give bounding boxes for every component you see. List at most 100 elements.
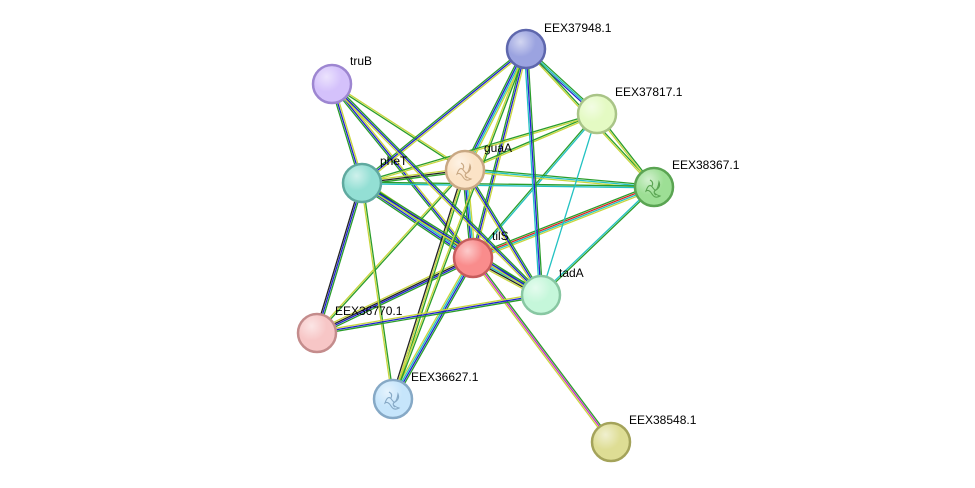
node-highlight [314,66,350,102]
edge-guaA-tadA[interactable] [463,168,543,297]
edge-evidence-line [360,47,526,183]
edge-evidence-line [391,257,473,399]
edge-evidence-line [362,181,543,295]
edge-tadA-EEX36770.1[interactable] [316,292,542,336]
node-label: tadA [559,266,584,280]
node-label: EEX38548.1 [629,413,697,427]
node-EEX36627.1[interactable]: EEX36627.1 [372,370,479,420]
edge-evidence-line [332,82,466,170]
edge-evidence-line [394,258,476,401]
edge-tilS-EEX36770.1[interactable] [315,255,475,336]
edge-evidence-line [470,48,526,258]
node-highlight [447,152,483,188]
edge-evidence-line [526,48,544,295]
edge-evidence-line [523,49,541,296]
edge-pheT-EEX36627.1[interactable] [360,182,395,400]
edge-EEX37948.1-tadA[interactable] [523,48,544,296]
edge-evidence-line [393,258,475,400]
edge-evidence-line [539,185,654,295]
edge-EEX37948.1-EEX36627.1[interactable] [391,48,528,400]
edge-evidence-line [361,183,654,189]
edge-evidence-line [525,48,542,296]
edge-evidence-line [465,167,655,187]
edge-evidence-line [360,183,393,400]
edge-evidence-line [472,257,612,443]
node-label: guaA [484,141,512,155]
edge-evidence-line [361,182,542,296]
edge-evidence-line [464,169,655,188]
edge-evidence-line [471,184,654,257]
edge-evidence-line [465,168,543,295]
node-truB[interactable]: truB [311,54,372,105]
node-pheT[interactable]: pheT [341,154,408,204]
edge-EEX37817.1-tadA[interactable] [540,113,598,296]
node-highlight [299,315,335,351]
edge-evidence-line [362,181,655,187]
node-EEX37817.1[interactable]: EEX37817.1 [576,85,683,135]
edge-evidence-line [541,187,656,297]
edge-evidence-line [317,170,467,334]
protein-structure-icon [383,391,401,410]
node-tadA[interactable]: tadA [520,266,584,316]
edge-evidence-line [317,295,542,336]
node-EEX36770.1[interactable]: EEX36770.1 [296,304,403,354]
node-highlight [636,169,672,205]
node-highlight [344,165,380,201]
edge-evidence-line [331,84,465,172]
edge-EEX38367.1-tadA[interactable] [539,185,656,297]
protein-structure-icon [455,162,473,181]
edge-tilS-EEX38548.1[interactable] [471,256,613,444]
node-label: EEX38367.1 [672,158,740,172]
node-EEX37948.1[interactable]: EEX37948.1 [505,21,612,70]
edge-evidence-line [331,83,474,259]
edge-evidence-line [317,183,365,334]
protein-structure-icon [644,179,662,198]
edge-evidence-line [464,169,542,296]
edge-pheT-EEX36770.1[interactable] [314,182,365,334]
edge-guaA-truB[interactable] [331,82,466,172]
edge-evidence-line [362,182,395,399]
node-guaA[interactable]: guaA [444,141,512,191]
edge-evidence-line [473,256,613,442]
node-label: EEX37948.1 [544,21,612,35]
node-highlight [579,96,615,132]
edge-evidence-line [363,179,476,256]
edge-evidence-line [316,256,473,333]
edge-evidence-line [473,188,656,261]
node-label: truB [350,54,372,68]
edge-evidence-line [362,49,528,185]
edge-tilS-EEX36627.1[interactable] [390,256,476,401]
node-label: EEX36770.1 [335,304,403,318]
edge-pheT-EEX37817.1[interactable] [361,112,598,185]
edge-evidence-line [472,48,527,259]
edge-evidence-line [466,49,529,172]
edge-evidence-line [315,169,465,333]
edge-evidence-line [332,82,543,295]
edge-evidence-line [391,48,526,399]
edge-evidence-line [464,112,597,170]
node-label: pheT [380,154,408,168]
node-highlight [455,240,491,276]
node-EEX38548.1[interactable]: EEX38548.1 [590,413,697,463]
edge-pheT-EEX38367.1[interactable] [361,181,655,189]
edge-evidence-line [540,113,598,296]
node-layer: tilS guaA pheT truB EEX37948.1EEX37817.1EEX3… [296,21,740,463]
edge-pheT-EEX37948.1[interactable] [360,47,528,185]
node-EEX38367.1[interactable]: EEX38367.1 [633,158,740,208]
node-highlight [375,381,411,417]
edge-evidence-line [316,182,363,334]
node-highlight [593,424,629,460]
node-highlight [508,31,544,67]
edge-evidence-line [316,294,542,334]
edge-evidence-line [360,183,541,297]
edge-evidence-line [362,114,598,185]
edge-evidence-line [315,255,473,332]
edge-evidence-line [316,292,541,333]
node-tilS[interactable]: tilS [452,229,509,279]
edge-pheT-tadA[interactable] [360,181,543,297]
edge-evidence-line [317,258,474,335]
node-label: EEX37817.1 [615,85,683,99]
edge-truB-tadA[interactable] [330,82,543,297]
edge-guaA-EEX36770.1[interactable] [315,169,467,334]
